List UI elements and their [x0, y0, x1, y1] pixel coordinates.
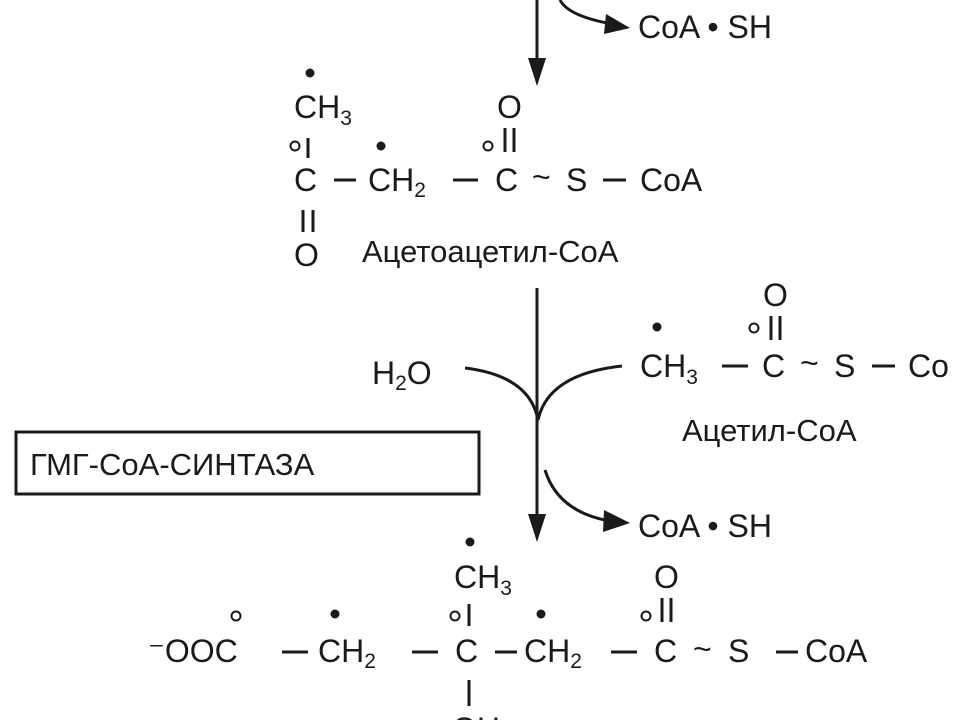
acetyl-sulfur: S	[834, 348, 855, 384]
keto-carbon: C	[294, 162, 317, 198]
label-dot	[305, 68, 315, 78]
acetoacetyl-coa-name: Ацетоацетил-CoA	[362, 234, 619, 269]
released-coa-sh: CoA • SH	[638, 508, 772, 544]
carbonyl-oxygen: O	[497, 89, 522, 125]
top-coa-sh: CoA • SH	[638, 9, 772, 45]
coa-group: CoA	[640, 162, 703, 198]
label-circle	[289, 140, 301, 152]
hmg-thioester-carbon: C	[654, 633, 677, 669]
top-reaction-arrow	[528, 0, 630, 86]
acetoacetyl-coa-structure: CH3 O C CH2 C ~ S CoA O	[289, 68, 703, 273]
label-dot	[465, 537, 475, 547]
label-circle	[482, 140, 494, 152]
label-dot	[330, 609, 340, 619]
label-dot	[652, 322, 662, 332]
hmg-methylene-1: CH2	[318, 633, 376, 673]
synthase-reaction-arrow	[464, 288, 630, 542]
acetyl-methyl-group: CH3	[640, 348, 698, 389]
methylene-group: CH2	[368, 162, 426, 202]
label-dot	[376, 141, 386, 151]
hmg-methylene-2: CH2	[524, 633, 582, 673]
tilde-bond: ~	[532, 159, 551, 195]
hmg-hydroxyl-group: OH	[452, 711, 500, 720]
methyl-group: CH3	[294, 89, 352, 130]
carboxylate-group: ⁻OOC	[148, 633, 238, 669]
hmg-coa-structure: CH3 O ⁻OOC CH2 C CH2 C ~ S CoA OH	[148, 537, 868, 720]
sulfur: S	[566, 162, 587, 198]
label-circle	[449, 610, 461, 622]
label-circle	[748, 322, 760, 334]
hmg-coa-group: CoA	[805, 633, 868, 669]
tilde-bond: ~	[800, 345, 819, 381]
acetyl-coa-name: Ацетил-CoA	[682, 413, 857, 448]
water-molecule: H2O	[372, 355, 432, 395]
hmg-central-carbon: C	[455, 633, 478, 669]
tilde-bond: ~	[693, 631, 712, 667]
acetyl-coa-structure: O CH3 C ~ S Co	[640, 277, 949, 389]
thioester-carbon: C	[495, 162, 518, 198]
label-dot	[536, 609, 546, 619]
hmg-methyl-group: CH3	[454, 559, 512, 600]
keto-oxygen: O	[294, 237, 319, 273]
hmg-carbonyl-oxygen: O	[654, 559, 679, 595]
acetyl-coa-group: Co	[908, 348, 949, 384]
acetyl-carbonyl-oxygen: O	[763, 277, 788, 313]
enzyme-name: ГМГ-CoA-СИНТАЗА	[30, 447, 315, 482]
acetyl-thioester-carbon: C	[762, 348, 785, 384]
hmg-sulfur: S	[728, 633, 749, 669]
enzyme-label-box: ГМГ-CoA-СИНТАЗА	[14, 430, 481, 496]
label-circle	[640, 610, 652, 622]
label-circle	[230, 610, 242, 622]
